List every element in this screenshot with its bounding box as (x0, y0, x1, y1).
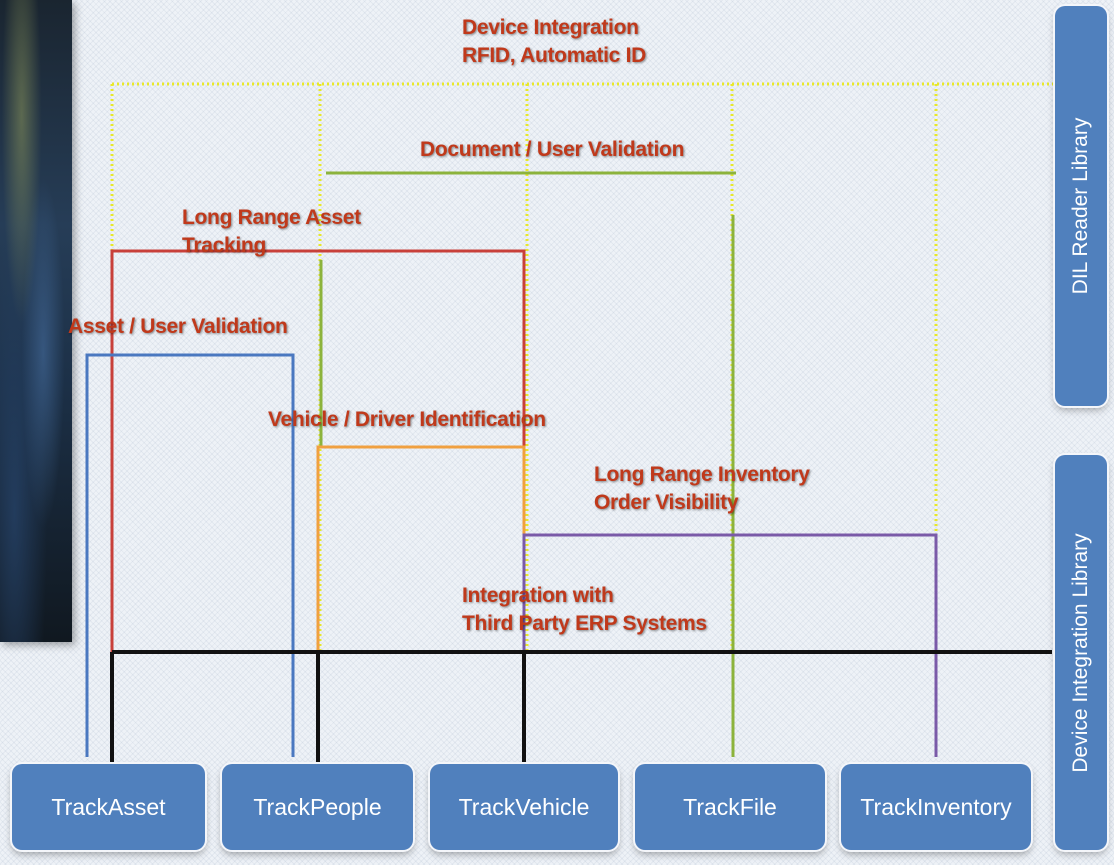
dil-reader-library-label: DIL Reader Library (1069, 117, 1092, 295)
device-integration-label: Device Integration RFID, Automatic ID (462, 14, 646, 70)
document-validation-connector (319, 171, 736, 757)
track-vehicle-button[interactable]: TrackVehicle (430, 764, 618, 850)
asset-tracking-label-line2: Tracking (182, 234, 266, 257)
erp-label-line2: Third Party ERP Systems (462, 612, 707, 635)
inventory-label-line2: Order Visibility (594, 491, 739, 514)
inventory-label-line1: Long Range Inventory (594, 463, 810, 486)
asset-user-validation-label: Asset / User Validation (68, 315, 288, 338)
device-integration-label-line2: RFID, Automatic ID (462, 44, 646, 67)
device-integration-library-label: Device Integration Library (1069, 532, 1092, 773)
asset-user-connector (85, 353, 295, 757)
track-people-button[interactable]: TrackPeople (222, 764, 413, 850)
dil-reader-library-bar[interactable]: DIL Reader Library (1055, 6, 1107, 406)
background-photo (0, 0, 72, 642)
track-file-button[interactable]: TrackFile (635, 764, 825, 850)
asset-tracking-label-line1: Long Range Asset (182, 206, 361, 229)
inventory-label: Long Range Inventory Order Visibility (594, 461, 810, 517)
document-validation-label: Document / User Validation (420, 138, 685, 161)
erp-label: Integration with Third Party ERP Systems (462, 582, 707, 638)
device-integration-connector (110, 82, 1060, 652)
track-asset-button[interactable]: TrackAsset (12, 764, 205, 850)
inventory-connector (522, 533, 938, 757)
track-inventory-button[interactable]: TrackInventory (841, 764, 1031, 850)
device-integration-library-bar[interactable]: Device Integration Library (1055, 455, 1107, 850)
vehicle-driver-label: Vehicle / Driver Identification (268, 408, 546, 431)
device-integration-label-line1: Device Integration (462, 16, 639, 39)
erp-connector (110, 650, 1052, 764)
asset-tracking-label: Long Range Asset Tracking (182, 204, 361, 260)
erp-label-line1: Integration with (462, 584, 614, 607)
